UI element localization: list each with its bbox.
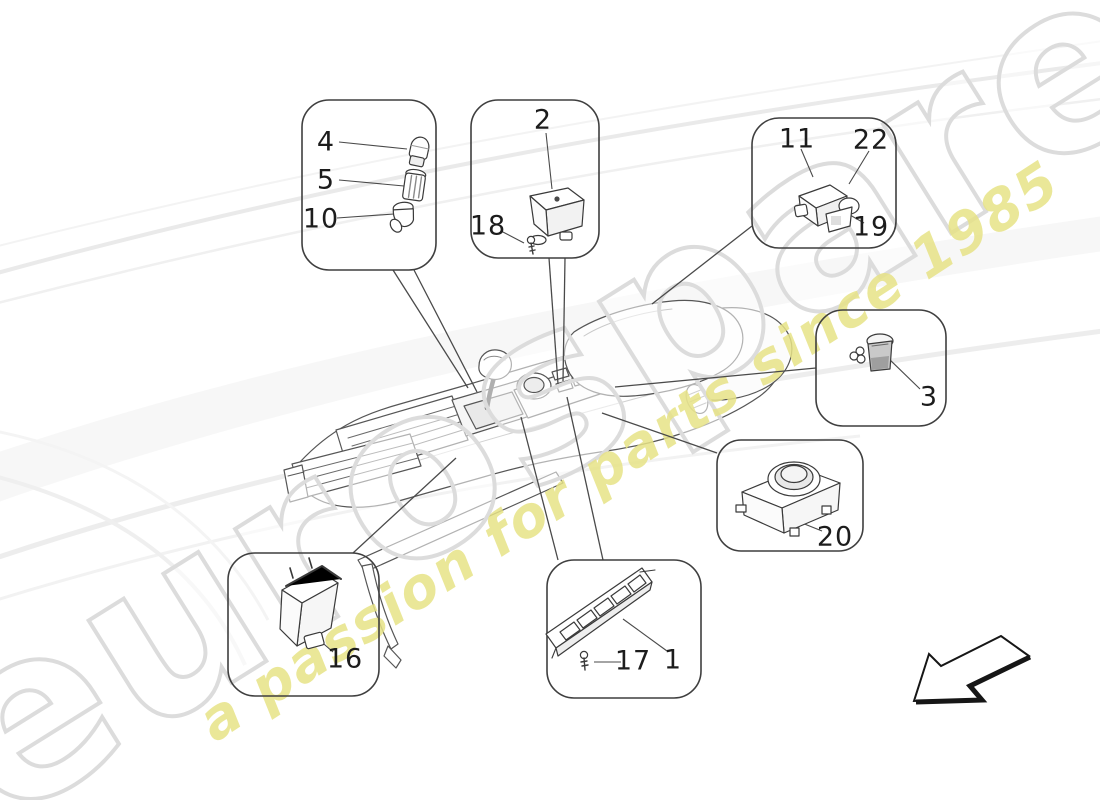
label-pointer-lines	[308, 132, 921, 663]
callout-box-socket[interactable]	[815, 309, 947, 427]
callout-box-module[interactable]	[227, 552, 380, 697]
part-label-1[interactable]: 1	[663, 644, 683, 676]
part-label-22[interactable]: 22	[852, 124, 890, 156]
part-label-4[interactable]: 4	[316, 126, 336, 158]
callout-box-connector[interactable]	[751, 117, 897, 249]
callout-box-buttonstrip[interactable]	[546, 559, 702, 699]
part-screw-18-icon	[526, 235, 536, 255]
part-label-10[interactable]: 10	[302, 203, 340, 235]
part-module-icon	[279, 557, 342, 650]
part-label-3[interactable]: 3	[919, 381, 939, 413]
leader-lines	[352, 225, 817, 561]
callout-box-lamps[interactable]	[301, 99, 437, 271]
callout-box-controller[interactable]	[716, 439, 864, 552]
part-connector-icon	[793, 184, 860, 233]
part-screw-17-icon	[579, 650, 589, 671]
part-lamp-holder-icon	[389, 201, 415, 233]
part-label-2[interactable]: 2	[533, 104, 553, 136]
part-button-strip-icon	[545, 567, 656, 659]
part-socket-icon	[849, 333, 894, 372]
part-controller-icon	[735, 461, 841, 537]
callout-boxes	[227, 99, 947, 699]
center-console-drawing	[283, 299, 793, 669]
part-bulb-socket-icon	[402, 168, 427, 202]
part-label-16[interactable]: 16	[326, 643, 364, 675]
part-switch-icon	[529, 187, 585, 246]
part-label-18[interactable]: 18	[469, 210, 507, 242]
part-label-20[interactable]: 20	[816, 521, 854, 553]
rear-vent-oval	[685, 383, 709, 415]
part-bulb-icon	[408, 136, 430, 168]
console-side-sill	[357, 471, 564, 669]
callout-box-switch[interactable]	[470, 99, 600, 259]
part-label-19[interactable]: 19	[852, 211, 890, 243]
front-direction-arrow-icon	[912, 634, 1032, 705]
console-vent-exploded	[283, 433, 422, 503]
part-label-17[interactable]: 17	[614, 645, 652, 677]
part-label-5[interactable]: 5	[316, 164, 336, 196]
part-label-11[interactable]: 11	[778, 123, 816, 155]
console-armrest	[563, 299, 793, 415]
